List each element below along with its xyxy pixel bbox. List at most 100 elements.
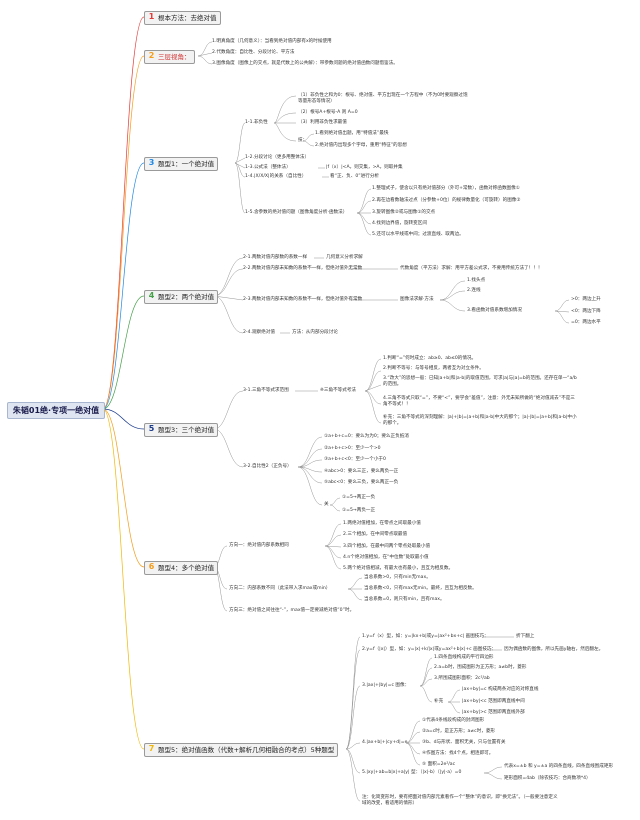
- t3-ineq-2[interactable]: 2.判断不等号：与等号相反，两者互为对立条件。: [383, 366, 484, 371]
- t5-d-2[interactable]: |ax+by|<c 范围即两直线中间: [462, 699, 525, 704]
- t1-geo-3[interactable]: 3.旋转图像②或与图像①的交点: [372, 210, 436, 215]
- t5-e[interactable]: 4.|ax+b|+|cy+d|=e: [362, 740, 408, 745]
- t3-p5[interactable]: ⑤abc<0：要么三负，要么两正一负: [324, 480, 399, 485]
- t3-ineq-4[interactable]: 4.三角不等式只取“=”，不要“<”，要学会“差值”，注意：外无未知所做的“绝对…: [383, 396, 575, 408]
- t2-a-detail[interactable]: 几何意义分析求解: [326, 255, 363, 260]
- t5-d-1[interactable]: |ax+by|=c 构成两条对应的对称直线: [462, 687, 539, 692]
- t3-ineq-3[interactable]: 3.“改大”的思想一般：已知|a+b|和|a-b|的取值范围，可求|a|与|a|…: [383, 376, 577, 388]
- t5-c-sup[interactable]: 补充: [434, 699, 444, 704]
- t3-q1[interactable]: ①=5→两正一负: [342, 495, 376, 500]
- wire-topic-2: [102, 55, 145, 410]
- root-node[interactable]: 朱韬01绝·专项一绝对值: [7, 402, 105, 419]
- t5-f-2[interactable]: 矩形面积=4ab（除农技巧：合商数项*4）: [504, 776, 591, 781]
- t5-d-3[interactable]: |ax+by|>c 范围即两直线外部: [462, 710, 525, 715]
- t1-rel-detail[interactable]: 看“正、负、0”进行分析: [330, 174, 380, 179]
- t1-nonneg-2[interactable]: （2）根号A+根号-A 则 A=0: [298, 110, 358, 115]
- t4-m4[interactable]: 4.n个绝对值相加，在“中位数”处取最小值: [343, 555, 429, 560]
- t4-dir2[interactable]: 方向二：内部系数不同（此法带入求max或min）: [229, 586, 331, 591]
- view-geometric[interactable]: 1.明真角度（几何意义）：当看到绝对值内部有x的时候使用: [212, 39, 332, 44]
- t3-ineq-5[interactable]: 补充：三角不等式的深刻理解：|a|+|b|=|a+b|和|a-b|中大的那个；|…: [383, 415, 577, 427]
- t3-ineq-1[interactable]: 1.判断“=”何时成立：ab≥0、ab≤0的情况。: [383, 356, 477, 361]
- t4-k1[interactable]: 当总系数>0，只有min无max。: [364, 575, 431, 580]
- t5-e-2[interactable]: ②a=c时，是正方形；a≠c时，菱形: [422, 729, 496, 734]
- view-graphical[interactable]: 3.图像角度（图像上的交点，就是代数上的公共解）：带参数问题的绝对值函数问题借鉴…: [212, 61, 398, 66]
- t1-geo-2[interactable]: 2.再在边看数轴法过点（分参数+0位）的规律数量化（可旋转）的图像②: [372, 198, 521, 203]
- t1-formula[interactable]: 1-3.公式法（整体法）: [245, 165, 291, 170]
- t3-p3[interactable]: ③a+b+c<0：至少一个小于0: [324, 457, 386, 462]
- t2-c[interactable]: 2-3.两数对值内部未知数的系数不一样，但绝对值外有常数: [243, 297, 363, 302]
- t1-nonneg[interactable]: 1-1.非负性: [245, 120, 268, 125]
- t1-nonneg-3[interactable]: （3）利用非负性求最值: [298, 120, 347, 125]
- wire-topic-4: [102, 295, 145, 410]
- t2-d-3[interactable]: =0：两边水平: [571, 320, 601, 325]
- t4-m2[interactable]: 2.三个相加，在中间零点取最值: [343, 532, 408, 537]
- t1-skill[interactable]: 技：: [298, 138, 308, 143]
- t2-c-2[interactable]: 2.连线: [467, 288, 481, 293]
- t1-geo-4[interactable]: 4.找到边界值，旋转变区间: [372, 221, 427, 226]
- number-badge: 1: [148, 12, 155, 21]
- t5-c-2[interactable]: 2.a=b时，围成图形为正方形；a≠b时，菱形: [434, 665, 527, 670]
- t5-a-detail[interactable]: 折下翻上: [516, 634, 535, 639]
- t5-a[interactable]: 1.y=f（x）型，如：y=|kx+b|或y=|ax²+bx+c| 画图技巧：: [362, 634, 489, 639]
- t3-p4[interactable]: ④abc>0：要么三正，要么两负一正: [324, 469, 399, 474]
- view-algebraic[interactable]: 2.代数角度：自比性、分段讨论、平方法: [212, 50, 295, 55]
- t2-a[interactable]: 2-1.两数对值内部数的系数一样: [243, 255, 308, 260]
- t5-e-1[interactable]: ①代表4条线段构成的封闭图形: [422, 718, 485, 723]
- t4-m1[interactable]: 1.两绝对值相加，在零点之间取最小值: [343, 521, 421, 526]
- t4-dir1[interactable]: 方向一：绝对值内部系数相同: [229, 543, 289, 548]
- t5-f-1[interactable]: 代表x=±b 和 y=±a 的四条直线，四条直线围成矩形: [504, 764, 614, 769]
- t1-skill-2[interactable]: 2.绝对值内出现多个字母，重用“特征”的思想: [315, 143, 407, 148]
- t3-test[interactable]: 关: [324, 502, 329, 507]
- t5-c-1[interactable]: 1.四条直线构成的平行四边形: [434, 655, 494, 660]
- t4-dir3[interactable]: 方向三：绝对值之间往往“-”，max值一定要减绝对值“0”时。: [229, 608, 355, 613]
- t2-b-detail[interactable]: 代数角度（平方法）求解：用平方差公式求，不要用传统方法了！！！: [400, 266, 543, 271]
- t1-geo-1[interactable]: 1.整理式子，使含以只有绝对值部分（外可+常数），函数对称函数图像①: [372, 186, 520, 191]
- t4-k3[interactable]: 当总系数=0，则只有min，且有max。: [364, 597, 445, 602]
- t2-d-1[interactable]: >0：两边上升: [571, 297, 601, 302]
- t1-skill-1[interactable]: 1.看到绝对值出题，用“特值法”最快: [315, 131, 389, 136]
- t3-p2[interactable]: ②a+b+c>0：至少一个>0: [324, 446, 381, 451]
- wire-topic-5: [102, 408, 145, 430]
- t5-e-3[interactable]: ③b、d与形状、面积无关，只与位置有关: [422, 740, 506, 745]
- t1-geo[interactable]: 1-5.含参数的绝对值问题（图像角度分析·函数法）: [245, 210, 348, 215]
- t5-note[interactable]: 注：化简变形时，要有把面对值内部元素看作一个“整体”的意识，即“换元法”。（一般…: [362, 795, 558, 807]
- t5-b[interactable]: 2.y=f（|x|）型，如：y=|x|+k/|x|或y=ax²+b|x|+c 画…: [362, 647, 497, 652]
- wire-topic-3: [102, 162, 145, 410]
- t1-rel[interactable]: 1-4.|X/X/X|的关系（自比性）: [245, 174, 307, 179]
- t1-seg[interactable]: 1-2.分段讨论（更多用整体法）: [245, 155, 310, 160]
- topic-5-title: 题型3：三个绝对值: [158, 426, 215, 434]
- t5-f[interactable]: 5.|xy|+ab=b|x|+a|y| 型：（|x|-b）（|y|-a）=0: [362, 770, 462, 775]
- t2-c-3[interactable]: 3.看函数对值系数增加情况: [467, 308, 522, 313]
- t2-c-mid[interactable]: 图像法求解·方法: [400, 297, 434, 302]
- t5-c-3[interactable]: 3.所围成图形面积：2c²/ab: [434, 676, 490, 681]
- t3-ineq-mid[interactable]: ※三角不等式考法: [320, 388, 357, 393]
- t2-b[interactable]: 2-2.两数对值内部未知数的系数不一样，但绝对值外无常数: [243, 266, 363, 271]
- t2-d-detail[interactable]: 方法：从内部分段讨论: [292, 330, 338, 335]
- t4-m3[interactable]: 3.四个相加，在最中间两个零点处取最小值: [343, 544, 431, 549]
- t5-c[interactable]: 3.|ax|+|by|=c 图像：: [362, 683, 410, 688]
- t1-nonneg-1[interactable]: （1）非负性之和为0：根号、绝对值、平方出现在一个方程中（不为0时要观察过饱等量…: [298, 93, 468, 105]
- number-badge: 6: [148, 562, 155, 571]
- t5-e-5[interactable]: ⑤ 面积=2e²/ac: [422, 762, 456, 767]
- t2-c-1[interactable]: 1.找头点: [467, 278, 486, 283]
- t2-d-2[interactable]: <0：两边下降: [571, 309, 601, 314]
- number-badge: 3: [148, 158, 155, 167]
- t2-d[interactable]: 2-4.观察绝对值: [243, 330, 275, 335]
- t5-b-detail[interactable]: 因为偶函数的图像，所以先画y轴右，然后翻左。: [504, 647, 604, 652]
- t3-p1[interactable]: ①a+b+c=0：要么为为0；要么正负抵消: [324, 434, 409, 439]
- t4-k2[interactable]: 当总系数<0，只有max无min。最终，且互为相反数。: [364, 586, 477, 591]
- t3-q2[interactable]: ①=5→两负一正: [342, 508, 376, 513]
- t1-formula-detail[interactable]: |f（x）|<A，则交集，>A，则取并集: [326, 165, 403, 170]
- t3-self[interactable]: 3-2.自比性2（正负号）: [243, 464, 292, 469]
- t1-geo-5[interactable]: 5.还可以水平线或中间；过渡直线、取两边。: [372, 232, 464, 237]
- t5-e-4[interactable]: ④作图方法：找4个点，相连即可。: [422, 751, 494, 756]
- t3-ineq[interactable]: 3-1.三角不等式求范围: [243, 388, 289, 393]
- t4-m5[interactable]: 5.两个绝对值相减，有最大也有最小，且互为相反数。: [343, 566, 454, 571]
